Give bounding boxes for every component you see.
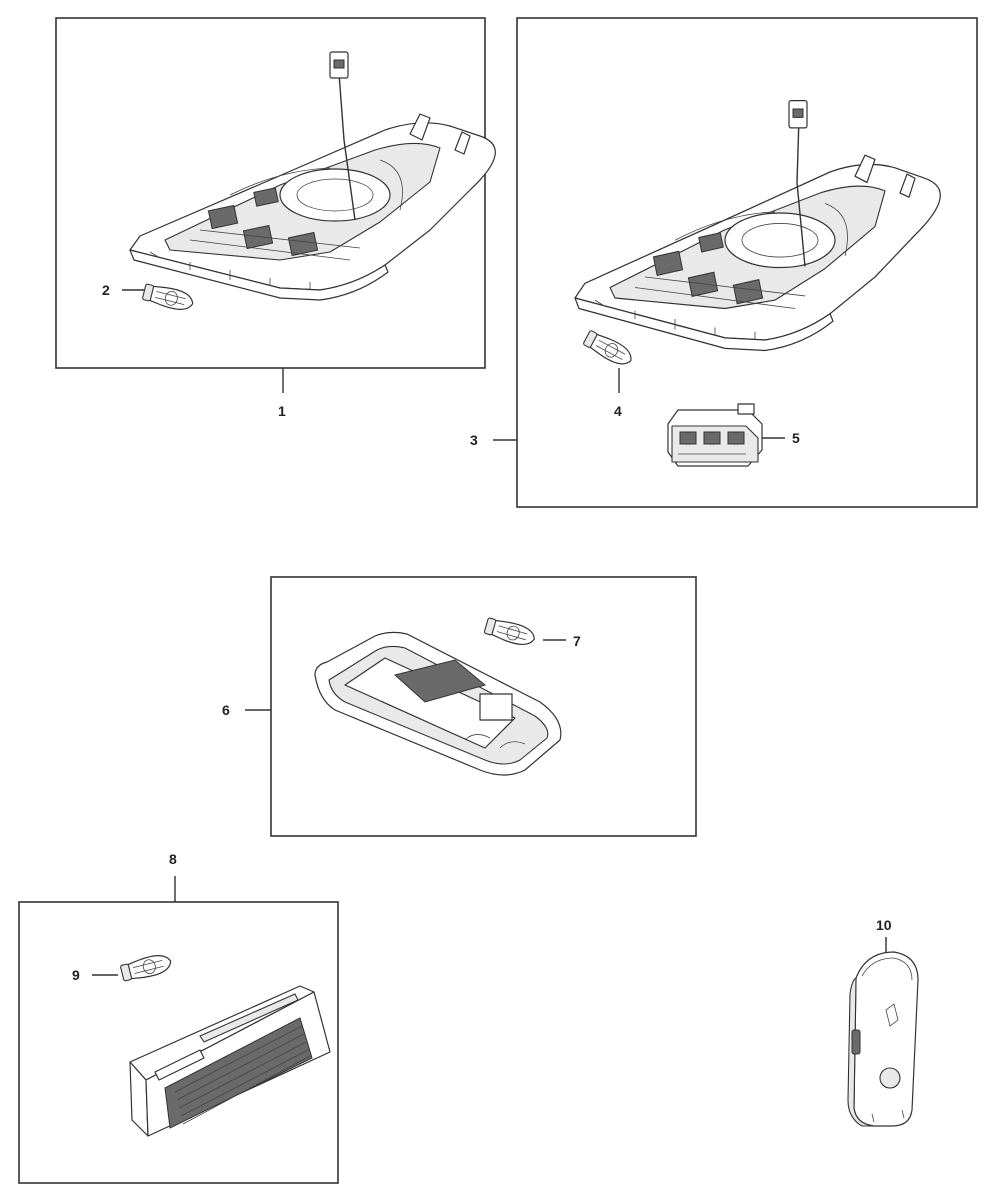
assembly-frame-6 xyxy=(270,576,697,837)
cargo-lamp-part-8 xyxy=(129,985,331,1137)
switch-module-part-5 xyxy=(667,403,763,467)
callout-3: 3 xyxy=(470,432,478,448)
remote-key-fob-part-10 xyxy=(847,951,919,1127)
dome-lamp-part-6 xyxy=(314,631,562,776)
assembly-frame-3 xyxy=(516,17,978,508)
callout-6: 6 xyxy=(222,702,230,718)
callout-4: 4 xyxy=(614,403,622,419)
callout-10: 10 xyxy=(876,917,892,933)
assembly-frame-1 xyxy=(55,17,486,369)
wedge-bulb-part-4 xyxy=(581,328,636,370)
callout-9: 9 xyxy=(72,967,80,983)
callout-5: 5 xyxy=(792,430,800,446)
callout-8: 8 xyxy=(169,851,177,867)
wedge-bulb-part-9 xyxy=(119,951,174,984)
wedge-bulb-part-2 xyxy=(141,281,196,314)
callout-1: 1 xyxy=(278,403,286,419)
callout-2: 2 xyxy=(102,282,110,298)
wedge-bulb-part-7 xyxy=(482,615,538,649)
assembly-frame-8 xyxy=(18,901,339,1184)
overhead-console-part-3 xyxy=(574,99,941,352)
callout-7: 7 xyxy=(573,633,581,649)
overhead-console-part-1 xyxy=(129,51,496,301)
